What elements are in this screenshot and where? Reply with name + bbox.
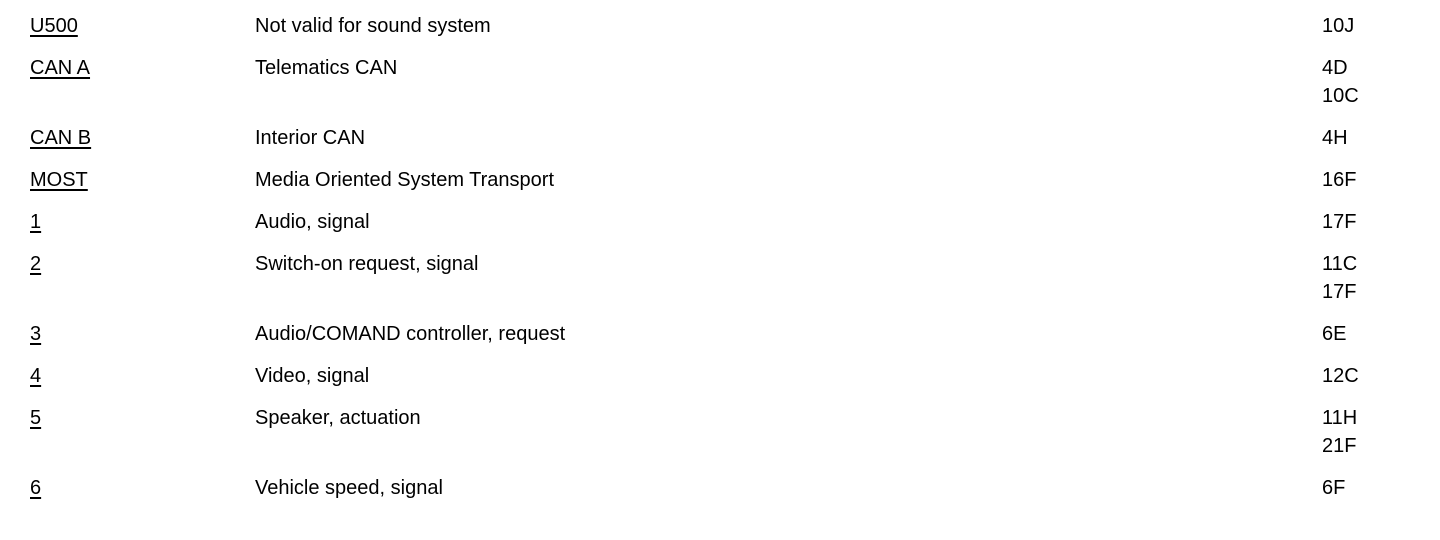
row-description: Switch-on request, signal: [255, 253, 479, 275]
grid-ref: 17F: [1322, 281, 1357, 303]
table-row: MOST Media Oriented System Transport 16F: [30, 166, 1440, 194]
grid-ref: 12C: [1322, 365, 1359, 387]
row-code: 6: [30, 477, 42, 499]
row-description: Vehicle speed, signal: [255, 477, 443, 499]
row-refs: 16F: [1322, 166, 1440, 194]
legend-table: U500 Not valid for sound system 10J CAN …: [30, 12, 1440, 502]
table-row: CAN B Interior CAN 4H: [30, 124, 1440, 152]
row-description: Not valid for sound system: [255, 15, 491, 37]
grid-ref: 16F: [1322, 169, 1357, 191]
grid-ref: 10J: [1322, 15, 1355, 37]
row-code: CAN B: [30, 127, 92, 149]
grid-ref: 4D: [1322, 57, 1348, 79]
row-code: U500: [30, 15, 78, 37]
grid-ref: 4H: [1322, 127, 1348, 149]
grid-ref: 6F: [1322, 477, 1346, 499]
row-code: CAN A: [30, 57, 91, 79]
row-code: 4: [30, 365, 42, 387]
row-description: Speaker, actuation: [255, 407, 421, 429]
row-refs: 12C: [1322, 362, 1440, 390]
row-refs: 17F: [1322, 208, 1440, 236]
grid-ref: 17F: [1322, 211, 1357, 233]
row-description: Audio, signal: [255, 211, 370, 233]
grid-ref: 21F: [1322, 435, 1357, 457]
table-row: U500 Not valid for sound system 10J: [30, 12, 1440, 40]
grid-ref: 11C: [1322, 253, 1358, 275]
table-row: 3 Audio/COMAND controller, request 6E: [30, 320, 1440, 348]
grid-ref: 6E: [1322, 323, 1347, 345]
row-refs: 10J: [1322, 12, 1440, 40]
row-description: Audio/COMAND controller, request: [255, 323, 566, 345]
row-code: 1: [30, 211, 42, 233]
row-code: 5: [30, 407, 42, 429]
row-refs: 6F: [1322, 474, 1440, 502]
grid-ref: 11H: [1322, 407, 1358, 429]
table-row: 4 Video, signal 12C: [30, 362, 1440, 390]
table-row: 1 Audio, signal 17F: [30, 208, 1440, 236]
row-refs: 6E: [1322, 320, 1440, 348]
grid-ref: 10C: [1322, 85, 1359, 107]
table-row: 6 Vehicle speed, signal 6F: [30, 474, 1440, 502]
row-code: 3: [30, 323, 42, 345]
row-description: Media Oriented System Transport: [255, 169, 555, 191]
row-description: Telematics CAN: [255, 57, 398, 79]
row-description: Interior CAN: [255, 127, 366, 149]
row-description: Video, signal: [255, 365, 370, 387]
row-code: MOST: [30, 169, 88, 191]
row-refs: 4H: [1322, 124, 1440, 152]
row-code: 2: [30, 253, 42, 275]
